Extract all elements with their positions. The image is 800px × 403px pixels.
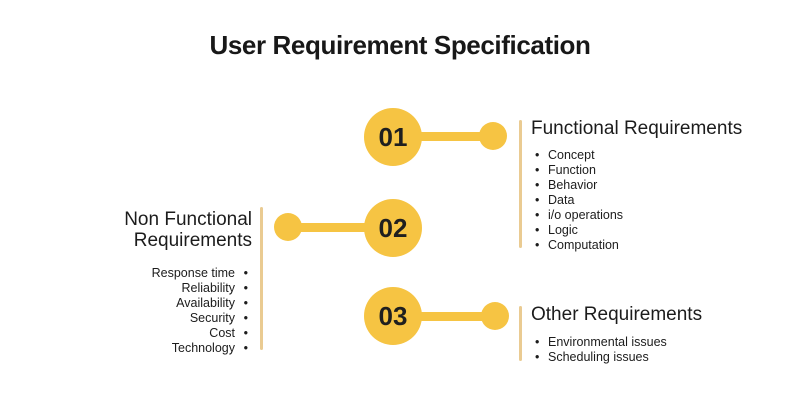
list-item: Availability: [92, 296, 250, 311]
step3-divider-line: [519, 306, 522, 361]
step3-connector-dot: [481, 302, 509, 330]
step3-item-list: Environmental issuesScheduling issues: [533, 335, 667, 365]
list-item: i/o operations: [533, 208, 623, 223]
step2-connector-dot: [274, 213, 302, 241]
page-title: User Requirement Specification: [209, 30, 591, 60]
step2-divider-line: [260, 207, 263, 350]
list-item: Scheduling issues: [533, 350, 667, 365]
step1-heading: Functional Requirements: [531, 118, 743, 139]
list-item: Behavior: [533, 178, 623, 193]
connector-line-step1: [392, 132, 493, 141]
list-item: Technology: [92, 341, 250, 356]
list-item: Computation: [533, 238, 623, 253]
step2-number: 02: [378, 212, 408, 243]
step1-connector-dot: [479, 122, 507, 150]
step2-number-circle: 02: [364, 199, 422, 257]
list-item: Reliability: [92, 281, 250, 296]
step1-number: 01: [378, 121, 408, 152]
step3-number-circle: 03: [364, 287, 422, 345]
step2-item-list: Response timeReliabilityAvailabilitySecu…: [92, 266, 250, 356]
list-item: Function: [533, 163, 623, 178]
connector-line-step3: [392, 312, 495, 321]
list-item: Data: [533, 193, 623, 208]
list-item: Security: [92, 311, 250, 326]
step1-item-list: ConceptFunctionBehaviorDatai/o operation…: [533, 148, 623, 253]
list-item: Concept: [533, 148, 623, 163]
list-item: Response time: [92, 266, 250, 281]
step3-heading: Other Requirements: [531, 304, 703, 325]
list-item: Environmental issues: [533, 335, 667, 350]
list-item: Logic: [533, 223, 623, 238]
step1-divider-line: [519, 120, 522, 248]
step1-number-circle: 01: [364, 108, 422, 166]
list-item: Cost: [92, 326, 250, 341]
step3-number: 03: [378, 300, 408, 331]
step2-heading: Non Functional Requirements: [124, 209, 252, 251]
connector-line-step2: [288, 223, 392, 232]
